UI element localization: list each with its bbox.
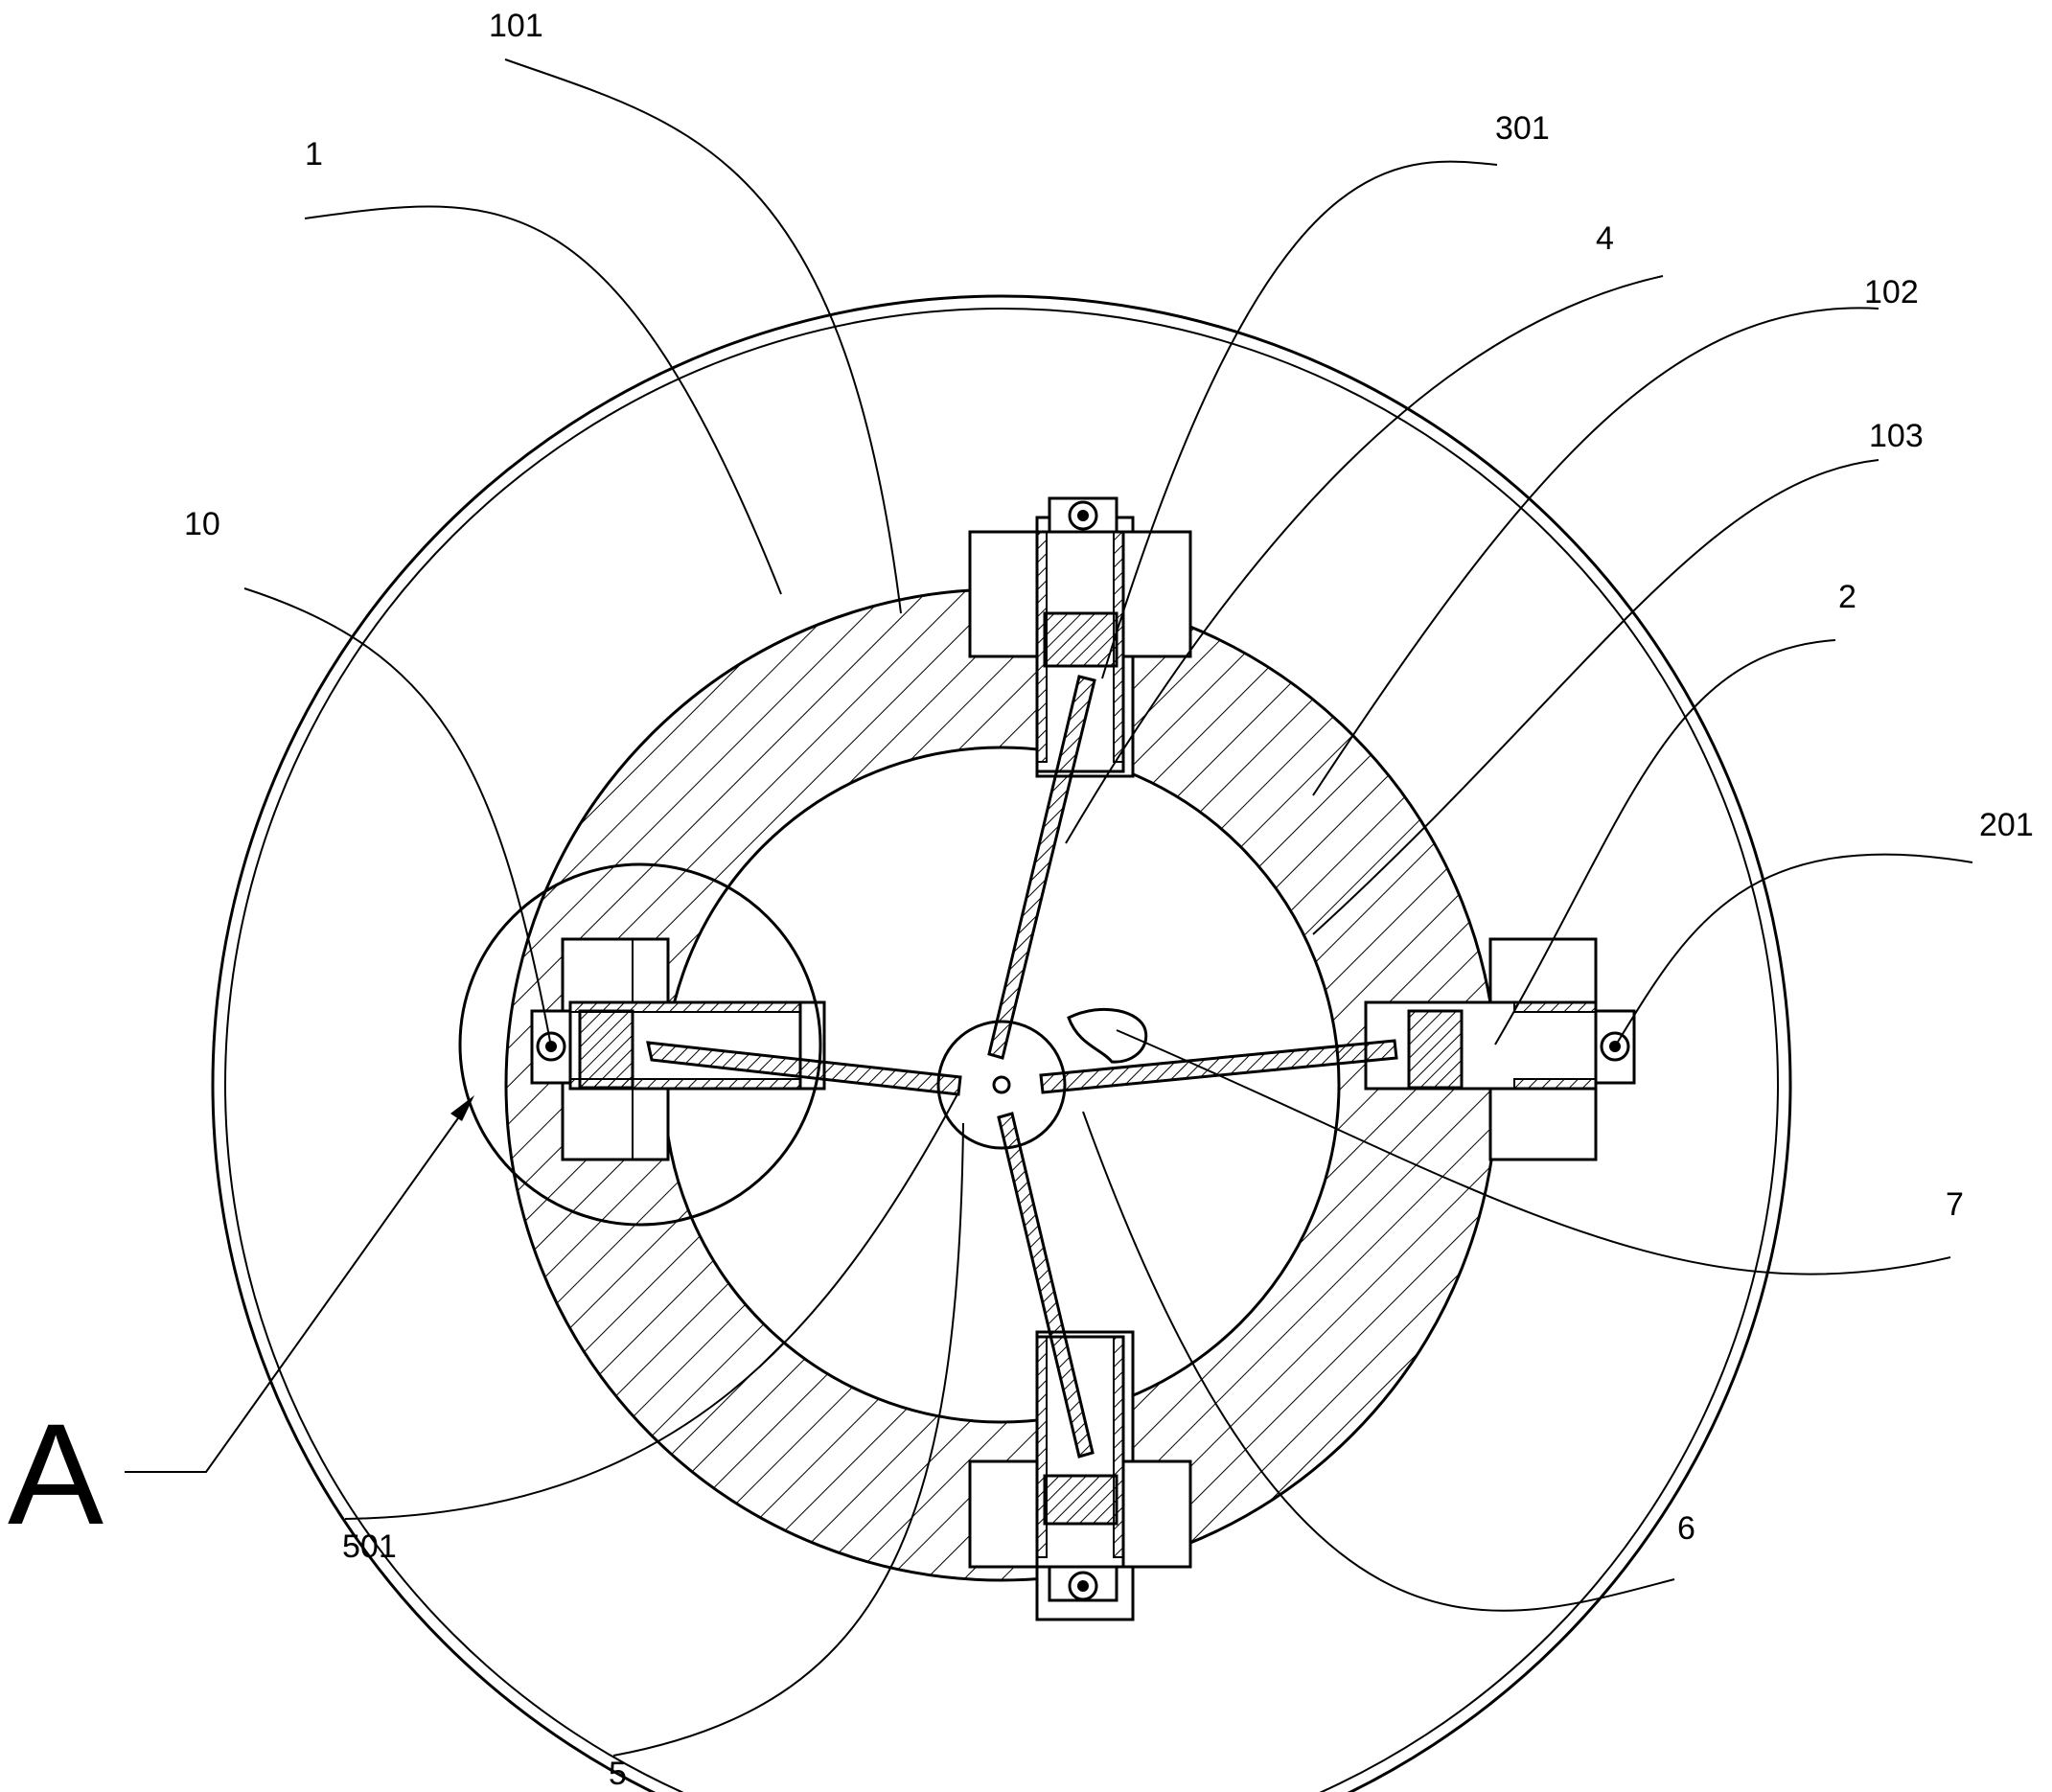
detail-circle-a bbox=[458, 862, 822, 1227]
part-labels: 101 1 301 4 102 103 10 2 201 7 A 501 6 5 bbox=[8, 8, 2034, 1792]
cam-part bbox=[1067, 1007, 1148, 1064]
label-103: 103 bbox=[1869, 418, 1924, 454]
label-301: 301 bbox=[1495, 110, 1550, 147]
label-101: 101 bbox=[489, 8, 543, 44]
label-102: 102 bbox=[1864, 274, 1919, 310]
top-slider-housing bbox=[968, 496, 1192, 773]
leader-lines bbox=[125, 58, 1973, 1757]
label-501: 501 bbox=[342, 1528, 397, 1565]
label-201: 201 bbox=[1979, 807, 2034, 843]
left-slider-housing bbox=[530, 937, 802, 1161]
outer-housing bbox=[211, 294, 1792, 1792]
label-a: A bbox=[8, 1393, 104, 1554]
label-1: 1 bbox=[305, 136, 323, 172]
label-10: 10 bbox=[184, 506, 220, 542]
connecting-rods bbox=[646, 675, 1398, 1459]
label-4: 4 bbox=[1596, 220, 1614, 257]
label-5: 5 bbox=[609, 1756, 627, 1792]
label-6: 6 bbox=[1677, 1510, 1695, 1547]
label-7: 7 bbox=[1946, 1186, 1964, 1223]
label-2: 2 bbox=[1838, 579, 1856, 615]
